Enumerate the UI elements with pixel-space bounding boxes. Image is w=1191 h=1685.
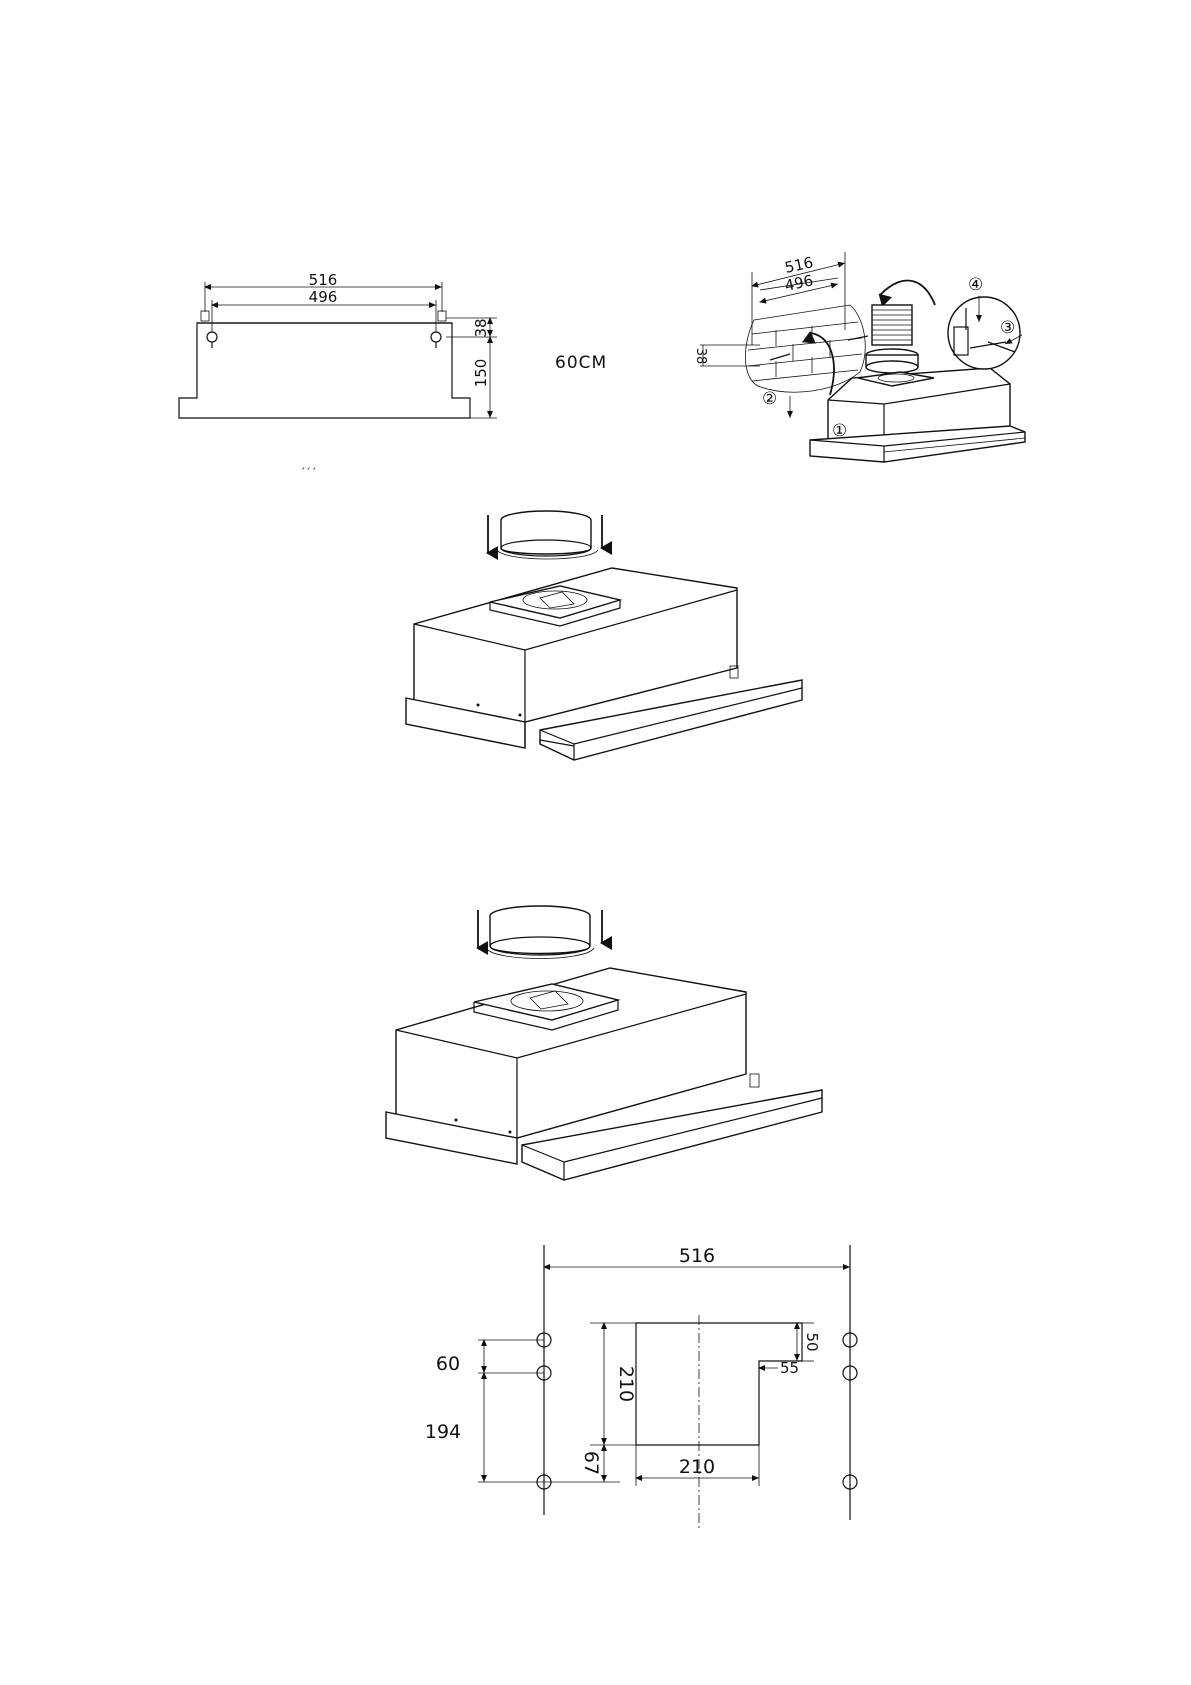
step-marker-1: ① — [832, 421, 847, 441]
fig5-offset-60: 60 — [436, 1353, 460, 1375]
fig5-cut-width: 210 — [679, 1456, 715, 1478]
fig5-cut-height: 210 — [615, 1366, 637, 1402]
fig2-height-top: 38 — [693, 348, 708, 365]
fig5-offset-194: 194 — [425, 1421, 461, 1443]
fig1-width-outer: 516 — [309, 271, 338, 289]
hood-size-label: 60CM — [555, 353, 607, 373]
step-marker-4: ④ — [968, 275, 983, 295]
fig5-hole-template: 516 60 194 210 67 210 — [425, 1245, 857, 1530]
fig1-height-side: 150 — [472, 359, 490, 388]
step-marker-3: ③ — [1000, 318, 1015, 338]
fig5-width-outer: 516 — [679, 1245, 715, 1267]
fig5-offset-50: 50 — [803, 1332, 821, 1351]
fig5-offset-55: 55 — [780, 1359, 799, 1377]
stray-mark: ´´´ — [300, 466, 317, 479]
fig3-hood-collar — [406, 511, 802, 760]
fig1-bracket-dimensions: 516 496 38 150 ´´´ — [179, 271, 497, 479]
fig1-width-inner: 496 — [309, 288, 338, 306]
fig4-hood-collar — [386, 906, 822, 1180]
fig1-height-top: 38 — [472, 318, 490, 337]
fig2-wall-mounting: 516 496 38 — [693, 252, 1025, 462]
fig5-offset-67: 67 — [580, 1451, 602, 1475]
step-marker-2: ② — [762, 389, 777, 409]
